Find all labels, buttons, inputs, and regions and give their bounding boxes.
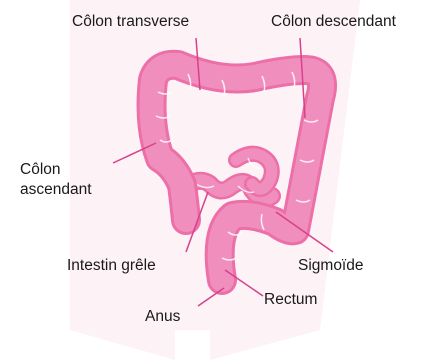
label-anus: Anus xyxy=(145,306,180,328)
label-small-intestine: Intestin grêle xyxy=(67,255,156,277)
label-descending-colon: Côlon descendant xyxy=(271,11,396,33)
label-ascending-colon-line2: ascendant xyxy=(20,179,92,201)
label-transverse-colon: Côlon transverse xyxy=(72,11,189,33)
label-ascending-colon-line1: Côlon xyxy=(20,159,61,181)
label-rectum: Rectum xyxy=(264,289,317,311)
label-sigmoid: Sigmoïde xyxy=(298,255,363,277)
